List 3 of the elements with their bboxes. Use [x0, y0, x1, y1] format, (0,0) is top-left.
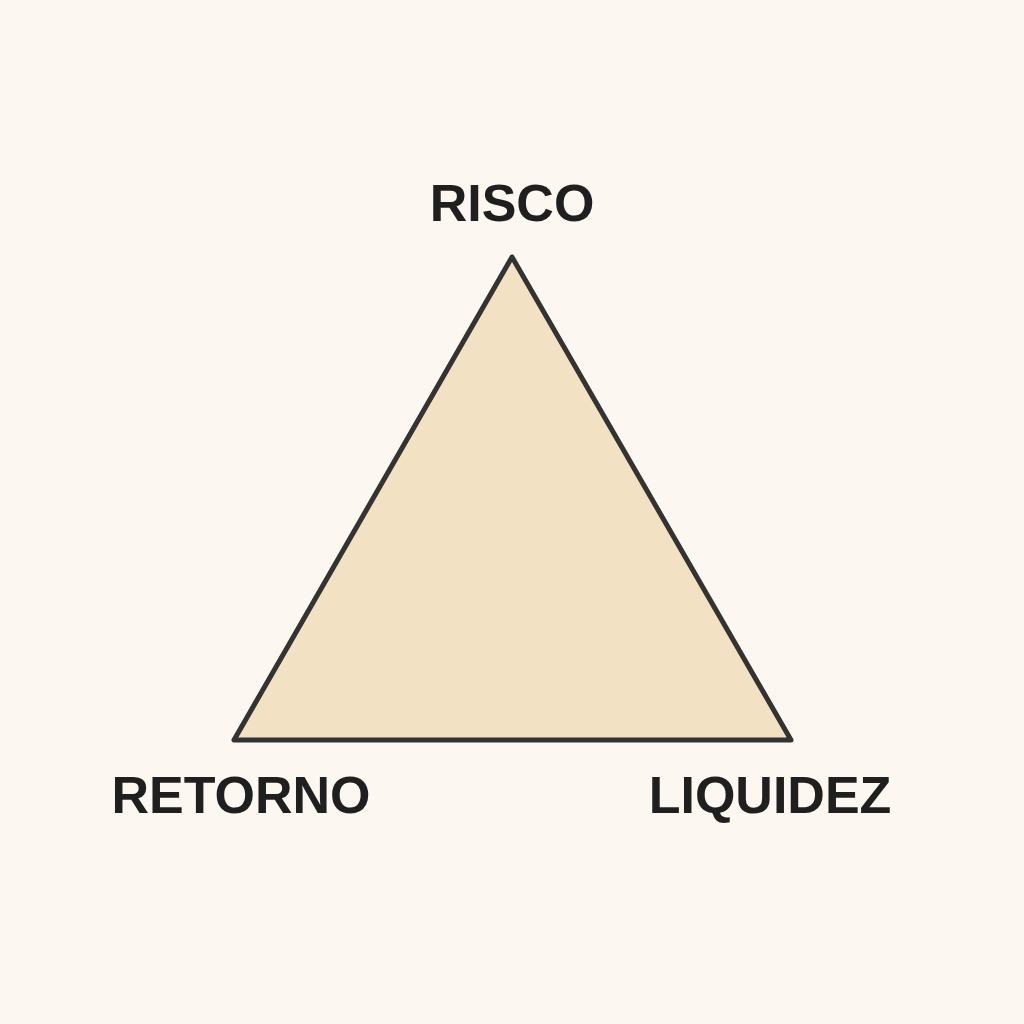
vertex-label: RETORNO: [111, 769, 371, 821]
vertex-label: RISCO: [429, 177, 595, 229]
vertex-label: LIQUIDEZ: [648, 769, 892, 821]
